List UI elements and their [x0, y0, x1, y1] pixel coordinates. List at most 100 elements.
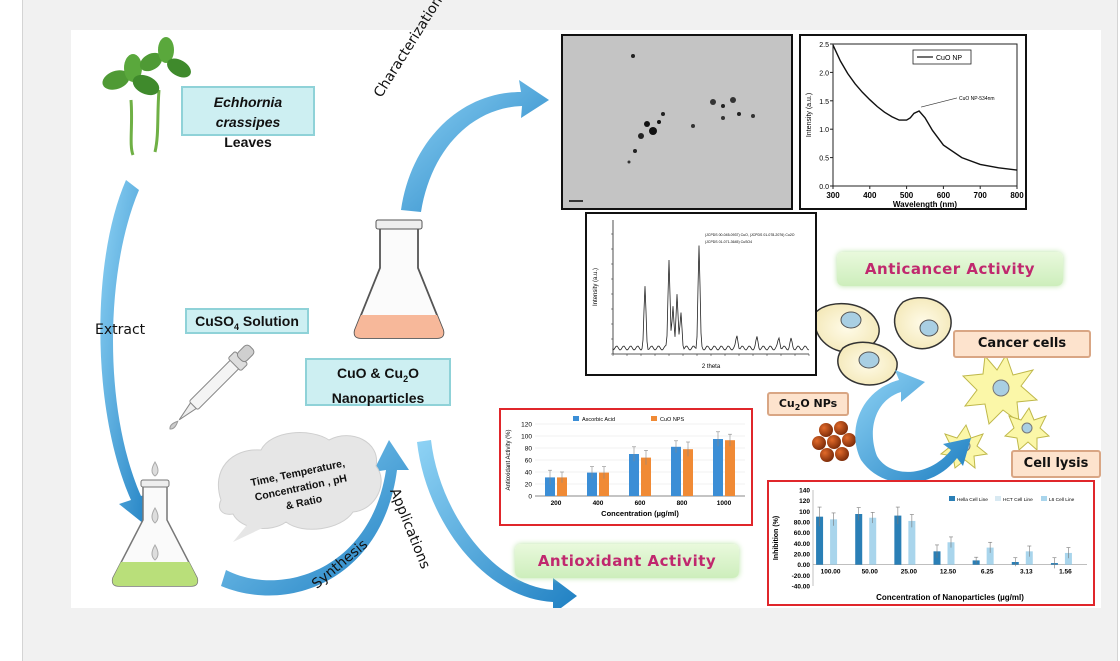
x-tick-label: 800	[1010, 191, 1024, 200]
bar	[830, 519, 838, 565]
y-tick-label: 20	[525, 482, 533, 489]
x-tick-label: 1000	[717, 500, 732, 507]
plant-part: Leaves	[224, 134, 272, 150]
x-tick-label: 6.25	[981, 569, 994, 576]
tem-particles	[563, 36, 791, 208]
legend-label: Hella Cell Line	[957, 497, 988, 503]
x-tick-label: 600	[937, 191, 951, 200]
bar	[869, 517, 877, 565]
y-tick-label: 0.0	[819, 184, 829, 191]
y-tick-label: 1.5	[819, 99, 829, 106]
dropper-icon	[169, 344, 255, 430]
reaction-flask-icon	[111, 461, 199, 587]
bar	[933, 551, 941, 565]
bar	[986, 547, 994, 565]
x-tick-label: 100.00	[821, 569, 841, 576]
y-tick-label: 40.00	[794, 541, 811, 548]
xrd-pattern	[612, 245, 810, 351]
xrd-legend-line: (JCPDS 00-045-0937) CuO, (JCPDS 01-078-2…	[705, 233, 795, 237]
conditions-cloud	[217, 432, 382, 542]
plot-area	[832, 43, 1018, 187]
y-tick-label: 100	[521, 434, 532, 441]
xrd-chart: Intensity (a.u.)2 theta(JCPDS 00-045-093…	[593, 220, 810, 370]
y-tick-label: 80.00	[794, 520, 811, 527]
cuso4-subscript: 4	[233, 321, 239, 332]
x-tick-label: 50.00	[862, 569, 879, 576]
bar	[894, 515, 902, 565]
y-axis-label: Intensity (a.u.)	[593, 268, 599, 306]
tem-image	[561, 34, 793, 210]
bar	[713, 439, 723, 496]
y-tick-label: 2.0	[819, 70, 829, 77]
bar	[1025, 551, 1033, 565]
bar	[1064, 552, 1072, 565]
y-axis-label: Antioxidant Activity (%)	[506, 429, 512, 490]
y-tick-label: 20.00	[794, 552, 811, 559]
y-tick-label: 120	[799, 498, 810, 505]
legend-box	[912, 49, 972, 65]
x-tick-label: 12.50	[940, 569, 957, 576]
x-tick-label: 800	[677, 500, 688, 507]
annotation-pointer	[921, 97, 958, 108]
y-tick-label: 60	[525, 458, 533, 465]
bar	[947, 542, 955, 565]
xrd-legend-line: (JCPDS 01-071-3645) CuSO4	[705, 240, 752, 244]
cu2o-nps-label: Cu2O NPs	[767, 392, 849, 416]
nano-subscript: 2	[403, 373, 409, 384]
page-frame: Echhornia crassipes Leaves CuSO4 Solutio…	[22, 0, 1118, 661]
y-tick-label: 80	[525, 446, 533, 453]
bar	[671, 446, 681, 496]
spectrum-line	[832, 44, 1018, 171]
cu2o-text-rest: O NPs	[800, 397, 838, 410]
cancer-cells-label: Cancer cells	[953, 330, 1091, 358]
bar	[683, 449, 693, 496]
legend-label: HCT Cell Line	[1003, 497, 1033, 503]
bar	[587, 472, 597, 496]
y-tick-label: 140	[799, 488, 810, 495]
cuso4-text: CuSO	[195, 313, 234, 329]
characterization-arrow	[401, 80, 549, 212]
bar	[816, 516, 824, 565]
x-tick-label: 3.13	[1020, 569, 1033, 576]
cancer-cells-icon	[813, 297, 952, 386]
graphical-abstract: Echhornia crassipes Leaves CuSO4 Solutio…	[71, 0, 1101, 608]
y-tick-label: 0.5	[819, 156, 829, 163]
y-tick-label: -40.00	[792, 584, 811, 591]
x-tick-label: 400	[863, 191, 877, 200]
bar	[629, 454, 639, 496]
cuso4-label-box: CuSO4 Solution	[185, 308, 309, 334]
extract-label: Extract	[95, 322, 146, 338]
x-tick-label: 200	[551, 500, 562, 507]
diagram-shapes	[100, 37, 1051, 608]
peak-annotation: CuO NP-534nm	[959, 96, 995, 102]
applications-arrow	[417, 440, 577, 608]
legend-label: CuO NPS	[660, 417, 684, 423]
y-tick-label: 0	[528, 494, 532, 501]
y-tick-label: 100	[799, 509, 810, 516]
bar	[599, 472, 609, 496]
legend-label: CuO NP	[936, 55, 962, 62]
bar	[557, 477, 567, 496]
plant-leaves-icon	[102, 37, 191, 156]
synthesis-arrow	[221, 440, 409, 596]
y-tick-label: 120	[521, 422, 532, 429]
extract-arrow	[100, 180, 153, 528]
legend-swatch	[949, 496, 955, 501]
legend-swatch	[1041, 496, 1047, 501]
x-tick-label: 500	[900, 191, 914, 200]
x-tick-label: 700	[974, 191, 988, 200]
nanoparticles-label-box: CuO & Cu2O Nanoparticles	[305, 358, 451, 406]
cell-lysis-arrow	[855, 370, 971, 484]
y-tick-label: -20.00	[792, 573, 811, 580]
bar	[545, 477, 555, 496]
nano-text-rest: O	[408, 365, 419, 381]
x-axis-label: Concentration (µg/ml)	[601, 509, 679, 518]
nano-text: CuO & Cu	[336, 365, 404, 381]
nanoparticles-icon	[812, 421, 856, 462]
legend-swatch	[995, 496, 1001, 501]
x-tick-label: 600	[635, 500, 646, 507]
